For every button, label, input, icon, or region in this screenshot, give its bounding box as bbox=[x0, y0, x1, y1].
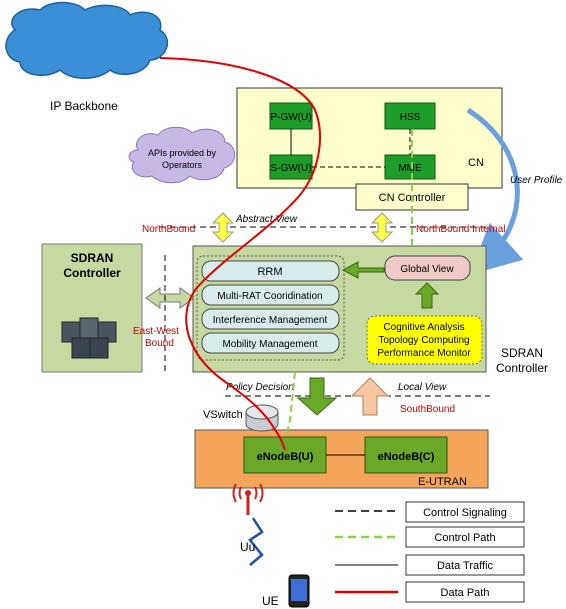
apis-label-line1: APIs provided by bbox=[148, 148, 217, 158]
local-view-arrow bbox=[350, 377, 390, 416]
apis-cloud-icon bbox=[128, 126, 236, 184]
enodeb-c-node[interactable] bbox=[364, 436, 448, 474]
multirat-module[interactable] bbox=[201, 284, 340, 306]
monitor-to-global-arrow-body bbox=[414, 282, 440, 309]
rrm-label: RRM bbox=[257, 266, 282, 278]
legend-control-path-label: Control Path bbox=[434, 532, 495, 544]
legend-data-traffic-label: Data Traffic bbox=[437, 560, 494, 572]
global-view-label: Global View bbox=[400, 264, 454, 275]
ip-backbone-label: IP Backbone bbox=[50, 99, 118, 113]
user-profile-label: User Profile bbox=[510, 175, 563, 186]
antenna-icon bbox=[232, 483, 264, 515]
left-sdran-label-line2: Controller bbox=[63, 266, 121, 280]
legend-data-path-label: Data Path bbox=[441, 587, 490, 599]
right-sdran-label-line2: Controller bbox=[496, 361, 548, 375]
phone-icon bbox=[288, 574, 310, 608]
mme-node[interactable] bbox=[384, 154, 436, 180]
legend-data-path-box bbox=[405, 581, 525, 603]
cognitive-label: Cognitive Analysis bbox=[383, 322, 464, 333]
local-view-label: Local View bbox=[398, 382, 447, 393]
sdran-control-path bbox=[285, 371, 296, 438]
interference-module[interactable] bbox=[201, 308, 340, 330]
eutran-label: E-UTRAN bbox=[418, 476, 467, 488]
abstract-view-arrow bbox=[211, 212, 235, 243]
northbound-label: NorthBound bbox=[142, 224, 195, 235]
uu-label: Uu bbox=[240, 540, 255, 554]
vswitch-label: VSwitch bbox=[203, 409, 243, 421]
multirat-label: Multi-RAT Cooridination bbox=[217, 291, 322, 302]
legend: Control Signaling Control Path Data Traf… bbox=[335, 501, 525, 603]
user-profile-arrow bbox=[466, 107, 524, 275]
left-sdran-label-line1: SDRAN bbox=[71, 251, 114, 265]
global-view-box[interactable] bbox=[384, 255, 471, 281]
sgw-label: S-GW(U) bbox=[270, 163, 311, 174]
mme-label: MME bbox=[398, 163, 422, 174]
ue-label: UE bbox=[262, 594, 279, 608]
wireless-link-icon bbox=[248, 517, 264, 566]
enodeb-u-label: eNodeB(U) bbox=[257, 451, 314, 463]
abstract-view-label: Abstract View bbox=[235, 214, 298, 225]
southbound-label: SouthBound bbox=[400, 404, 455, 415]
server-rack-icon bbox=[61, 317, 117, 359]
policy-decision-label: Policy Decision bbox=[226, 382, 294, 393]
interference-label: Interference Management bbox=[213, 315, 328, 326]
right-sdran-label-line1: SDRAN bbox=[501, 346, 543, 360]
pgw-label: P-GW(U) bbox=[270, 112, 311, 123]
legend-control-path-box bbox=[405, 526, 525, 548]
cn-label: CN bbox=[468, 157, 484, 169]
sdran-modules-group bbox=[196, 255, 345, 361]
northbound-internal-label: NorthBound Internal bbox=[416, 224, 506, 235]
east-west-label-line2: Bound bbox=[145, 338, 174, 349]
mobility-label: Mobility Management bbox=[222, 339, 317, 350]
mobility-module[interactable] bbox=[201, 332, 340, 354]
pgw-node[interactable] bbox=[269, 102, 313, 130]
northbound-internal-arrow bbox=[370, 212, 394, 243]
data-path bbox=[159, 57, 321, 451]
legend-data-traffic-box bbox=[405, 554, 525, 576]
enodeb-c-label: eNodeB(C) bbox=[378, 451, 435, 463]
global-to-rrm-arrow bbox=[341, 261, 385, 279]
legend-control-signaling-box bbox=[405, 501, 525, 523]
ip-backbone-cloud-icon bbox=[5, 1, 169, 79]
rrm-module[interactable] bbox=[201, 260, 340, 282]
policy-decision-arrow bbox=[296, 377, 338, 416]
performance-label: Performance Monitor bbox=[377, 348, 471, 359]
apis-label-line2: Operators bbox=[162, 160, 203, 170]
east-west-label-line1: East-West bbox=[133, 326, 179, 337]
east-west-arrow bbox=[145, 287, 195, 309]
topology-label: Topology Computing bbox=[378, 335, 469, 346]
monitoring-box[interactable] bbox=[366, 315, 483, 365]
legend-control-signaling-label: Control Signaling bbox=[423, 507, 507, 519]
hss-label: HSS bbox=[400, 112, 421, 123]
